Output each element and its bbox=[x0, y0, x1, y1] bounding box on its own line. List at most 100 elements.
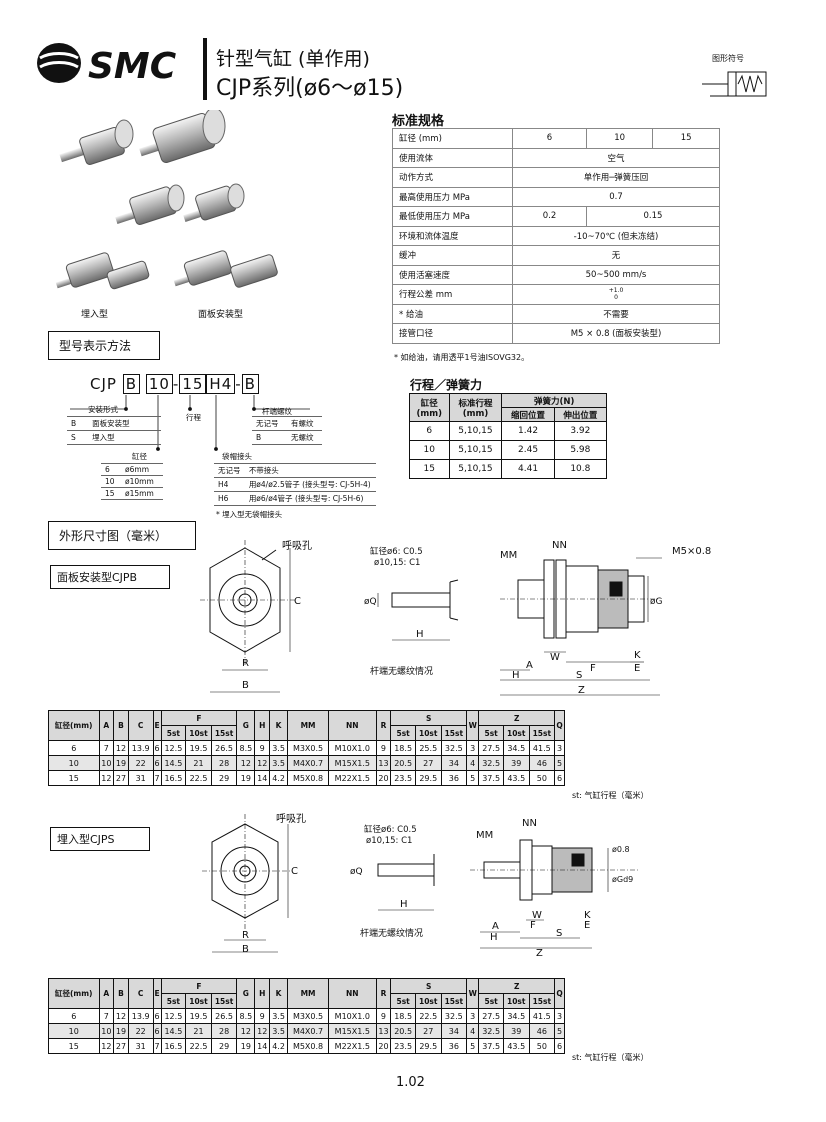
spec-value: 空气 bbox=[512, 147, 720, 168]
table-cell: 46 bbox=[528, 755, 556, 771]
col-extended: 伸出位置 bbox=[553, 407, 608, 422]
option-desc: 有螺纹 bbox=[287, 416, 322, 431]
table-cell: 9 bbox=[375, 1008, 392, 1024]
table-cell: 19 bbox=[113, 755, 129, 771]
table-cell: 22.5 bbox=[185, 1038, 212, 1054]
tolerance-top: +1.0 bbox=[608, 287, 624, 295]
photo-cylinder-1 bbox=[59, 119, 134, 165]
cap-label: 袋帽接头 bbox=[222, 452, 252, 461]
cell: 6 bbox=[409, 421, 450, 441]
table-cell: 29.5 bbox=[414, 770, 442, 786]
label-h2: H bbox=[512, 670, 520, 681]
table-cell: 36 bbox=[440, 770, 468, 786]
col-header: 缸径(mm) bbox=[48, 978, 100, 1009]
spec-value: -10~70℃ (但未冻结) bbox=[512, 225, 720, 246]
label-port: M5×0.8 bbox=[672, 546, 711, 557]
sub-header: 10st bbox=[414, 725, 442, 741]
table-cell: 23.5 bbox=[390, 1038, 416, 1054]
label-breath: 呼吸孔 bbox=[282, 540, 312, 552]
table-cell: 13 bbox=[375, 755, 392, 771]
table-cell: 5 bbox=[466, 1038, 480, 1054]
sub-header: 5st bbox=[160, 993, 187, 1009]
option-code: B bbox=[67, 416, 89, 431]
spec-label: 使用活塞速度 bbox=[392, 264, 513, 285]
photo-cylinder-5 bbox=[55, 252, 150, 290]
table-cell: 28 bbox=[210, 755, 238, 771]
cjps-dim-table: 缸径(mm) A B C E F G H K MM NN R S W Z Q 5… bbox=[48, 978, 565, 1054]
table-cell: M4X0.7 bbox=[287, 755, 330, 771]
table-cell: 20 bbox=[375, 770, 392, 786]
cjps-heading: 埋入型CJPS bbox=[50, 827, 150, 851]
label-e: E bbox=[634, 663, 640, 674]
sub-header: 10st bbox=[502, 725, 530, 741]
table-cell: 4.2 bbox=[269, 1038, 289, 1054]
spec-value: 不需要 bbox=[512, 303, 720, 324]
table-cell: 28 bbox=[210, 1023, 238, 1039]
label-mm: MM bbox=[476, 830, 493, 841]
sub-header: 15st bbox=[210, 725, 238, 741]
table-cell: 12 bbox=[254, 1023, 271, 1039]
table-cell: 27 bbox=[113, 770, 129, 786]
label-g: øG bbox=[650, 597, 663, 607]
label-no-thread: 杆端无螺纹情况 bbox=[360, 927, 423, 939]
table-cell: 15 bbox=[48, 1038, 100, 1054]
table-cell: 34 bbox=[440, 755, 468, 771]
table-cell: 14 bbox=[254, 1038, 271, 1054]
sub-header: 15st bbox=[440, 993, 468, 1009]
table-cell: 16.5 bbox=[160, 770, 187, 786]
col-header: C bbox=[127, 710, 154, 741]
code-cap: H4 bbox=[206, 374, 236, 394]
spec-value: 50~500 mm/s bbox=[512, 264, 720, 285]
col-header: C bbox=[127, 978, 154, 1009]
table-cell: 9 bbox=[254, 1008, 271, 1024]
label-c: C bbox=[294, 596, 301, 607]
option-desc: 无螺纹 bbox=[287, 430, 322, 445]
table-cell: 9 bbox=[375, 740, 392, 756]
page-number: 1.02 bbox=[396, 1075, 425, 1090]
table-row: 无记号有螺纹 bbox=[252, 416, 322, 431]
table-cell: 4 bbox=[466, 755, 480, 771]
table-cell: 22.5 bbox=[414, 1008, 442, 1024]
st-note-2: st: 气缸行程（毫米） bbox=[572, 1053, 649, 1062]
cjpb-drawings: 呼吸孔 C R B 缸径ø6: C0.5 ø10,15: C1 øQ H 杆端无… bbox=[200, 540, 711, 696]
col-header: G bbox=[236, 710, 256, 741]
col-header: R bbox=[375, 978, 392, 1009]
model-heading: 型号表示方法 bbox=[48, 331, 160, 360]
col-header: R bbox=[375, 710, 392, 741]
symbol-label: 图形符号 bbox=[712, 54, 744, 63]
table-cell: 12 bbox=[113, 740, 129, 756]
table-cell: 29.5 bbox=[414, 1038, 442, 1054]
table-cell: 20.5 bbox=[390, 1023, 416, 1039]
table-cell: 6 bbox=[152, 1008, 162, 1024]
table-row: 无记号不带接头 bbox=[214, 463, 376, 478]
col-stroke: 标准行程(mm) bbox=[448, 393, 503, 422]
table-cell: 26.5 bbox=[210, 740, 238, 756]
col-header: 缸径(mm) bbox=[48, 710, 100, 741]
title-divider bbox=[203, 38, 207, 100]
table-cell: 18.5 bbox=[390, 1008, 416, 1024]
col-retracted: 缩回位置 bbox=[501, 407, 555, 422]
code-stroke: 15 bbox=[179, 374, 207, 394]
spec-label: 使用流体 bbox=[392, 147, 513, 168]
col-header: W bbox=[466, 710, 480, 741]
option-code: 无记号 bbox=[252, 416, 287, 431]
table-cell: 39 bbox=[502, 755, 530, 771]
sub-header: 15st bbox=[210, 993, 238, 1009]
col-header: NN bbox=[328, 710, 377, 741]
table-cell: 4.2 bbox=[269, 770, 289, 786]
table-cell: 7 bbox=[152, 770, 162, 786]
table-cell: 50 bbox=[528, 770, 556, 786]
table-cell: M5X0.8 bbox=[287, 1038, 330, 1054]
option-code: 无记号 bbox=[214, 463, 245, 478]
table-cell: 23.5 bbox=[390, 770, 416, 786]
table-cell: 7 bbox=[98, 1008, 115, 1024]
label-gd9: øGd9 bbox=[612, 875, 633, 884]
col-header: B bbox=[113, 710, 129, 741]
